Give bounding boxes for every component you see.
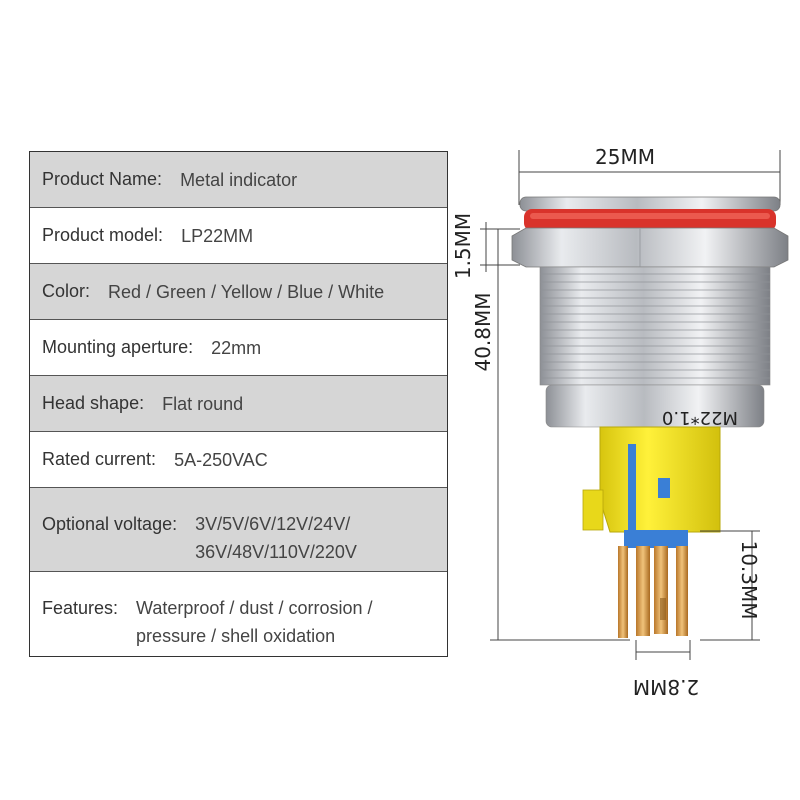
spec-row-rated-current: Rated current: 5A-250VAC [30, 432, 447, 488]
spec-value-line: 3V/5V/6V/12V/24V/ [195, 514, 351, 534]
spec-row-product-name: Product Name: Metal indicator [30, 152, 447, 208]
dimension-terminal-width: 2.8MM [633, 640, 699, 699]
spec-value: 22mm [211, 337, 262, 358]
spec-row-features: Features: Waterproof / dust / corrosion … [30, 572, 447, 656]
spec-label: Mounting aperture: [42, 337, 194, 357]
spec-value: Metal indicator [180, 169, 298, 190]
dimension-height-label: 40.8MM [471, 292, 495, 371]
spec-row-product-model: Product model: LP22MM [30, 208, 447, 264]
spec-row-optional-voltage: Optional voltage: 3V/5V/6V/12V/24V/ 36V/… [30, 488, 447, 572]
spec-row-head-shape: Head shape: Flat round [30, 376, 447, 432]
dimension-bezel-label: 1.5MM [455, 213, 475, 279]
dimension-terminal-length-label: 10.3MM [737, 540, 761, 619]
thread-label: M22*1.0 [662, 407, 738, 428]
dimension-width: 25MM [518, 145, 781, 205]
spec-value: 3V/5V/6V/12V/24V/ 36V/48V/110V/220V [195, 510, 357, 566]
spec-value: Flat round [162, 393, 244, 414]
spec-label: Product model: [42, 225, 164, 245]
spec-value: 5A-250VAC [174, 449, 268, 470]
dimension-terminal-width-label: 2.8MM [633, 675, 699, 699]
spec-value-line: pressure / shell oxidation [136, 626, 336, 646]
spec-row-color: Color: Red / Green / Yellow / Blue / Whi… [30, 264, 447, 320]
dimension-bezel: 1.5MM [455, 213, 520, 279]
spec-label: Product Name: [42, 169, 163, 189]
dimension-terminal-length: 10.3MM [700, 530, 761, 641]
spec-label: Color: [42, 281, 91, 301]
hex-nut [511, 227, 789, 268]
indicator-drawing: 25MM M22*1.0 [455, 145, 789, 699]
spec-label: Optional voltage: [42, 514, 178, 534]
spec-value-line: Waterproof / dust / corrosion / [136, 598, 373, 618]
terminal-base [582, 426, 721, 533]
indicator-head [519, 196, 781, 231]
spec-table: Product Name: Metal indicator Product mo… [29, 151, 448, 657]
threaded-body: M22*1.0 [539, 266, 771, 428]
spec-value: Red / Green / Yellow / Blue / White [108, 281, 385, 302]
spec-label: Head shape: [42, 393, 145, 413]
dimension-width-label: 25MM [595, 145, 655, 169]
spec-label: Features: [42, 598, 119, 618]
spec-label: Rated current: [42, 449, 157, 469]
spec-row-mounting-aperture: Mounting aperture: 22mm [30, 320, 447, 376]
spec-value: LP22MM [181, 225, 254, 246]
spec-value-line: 36V/48V/110V/220V [195, 542, 357, 562]
dimension-height: 40.8MM [471, 229, 630, 641]
terminal-pins [618, 444, 688, 638]
spec-value: Waterproof / dust / corrosion / pressure… [136, 594, 372, 650]
